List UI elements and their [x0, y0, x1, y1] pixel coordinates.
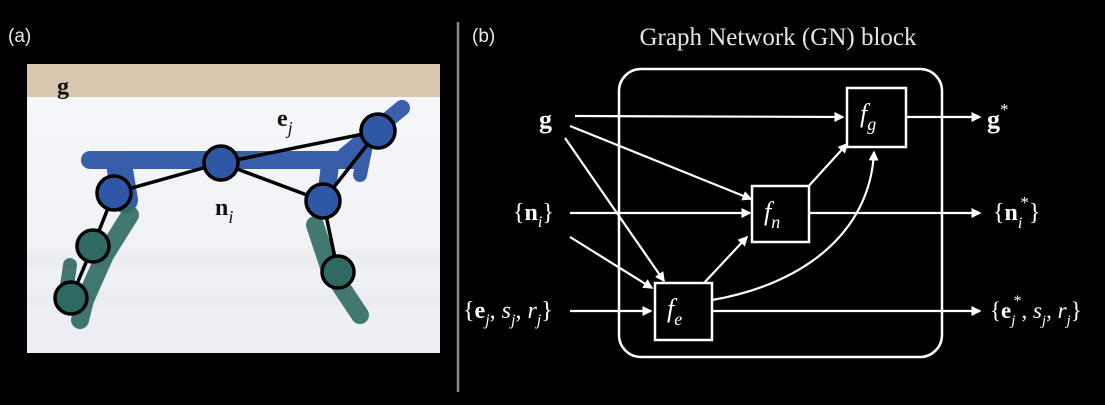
- svg-text:fn: fn: [764, 197, 780, 232]
- fe-box: fe: [653, 281, 714, 342]
- simulation-image: g ej ni: [27, 64, 440, 353]
- global-band: [27, 64, 440, 97]
- node: [53, 280, 89, 316]
- gn-block-title: Graph Network (GN) block: [639, 24, 917, 51]
- panel-a-label: (a): [8, 26, 31, 47]
- skeleton-nodes: [53, 112, 397, 316]
- arrow-g-to-fn: [569, 124, 753, 201]
- output-nodes: {ni*}: [993, 193, 1040, 232]
- fg-box: fg: [845, 86, 908, 149]
- output-edges: {ej*, sj, rj}: [990, 293, 1082, 329]
- svg-text:fg: fg: [860, 99, 876, 134]
- node: [359, 112, 397, 150]
- svg-text:fe: fe: [667, 294, 682, 329]
- node-label: ni: [215, 195, 233, 227]
- node-center: [202, 144, 240, 182]
- input-global: g: [539, 105, 552, 134]
- arrows: [564, 111, 982, 316]
- arrow-n-to-fe: [569, 236, 654, 289]
- arrow-fn-to-fg: [805, 142, 849, 190]
- edge-label: ej: [277, 106, 293, 138]
- input-edges: {ej, sj, rj}: [463, 298, 553, 329]
- arrow-g-to-fg: [574, 111, 845, 122]
- node: [95, 174, 133, 212]
- node: [304, 182, 342, 220]
- fn-box: fn: [750, 184, 811, 244]
- node: [75, 228, 111, 264]
- arrow-g-to-fe: [564, 137, 665, 283]
- global-label: g: [57, 74, 69, 100]
- panel-b-label: (b): [472, 26, 495, 47]
- output-global: g*: [987, 100, 1009, 134]
- arrow-fe-to-fn: [703, 235, 749, 284]
- node: [320, 254, 356, 290]
- input-nodes: {ni}: [513, 200, 554, 231]
- arrow-fe-to-fg-curve: [711, 150, 879, 302]
